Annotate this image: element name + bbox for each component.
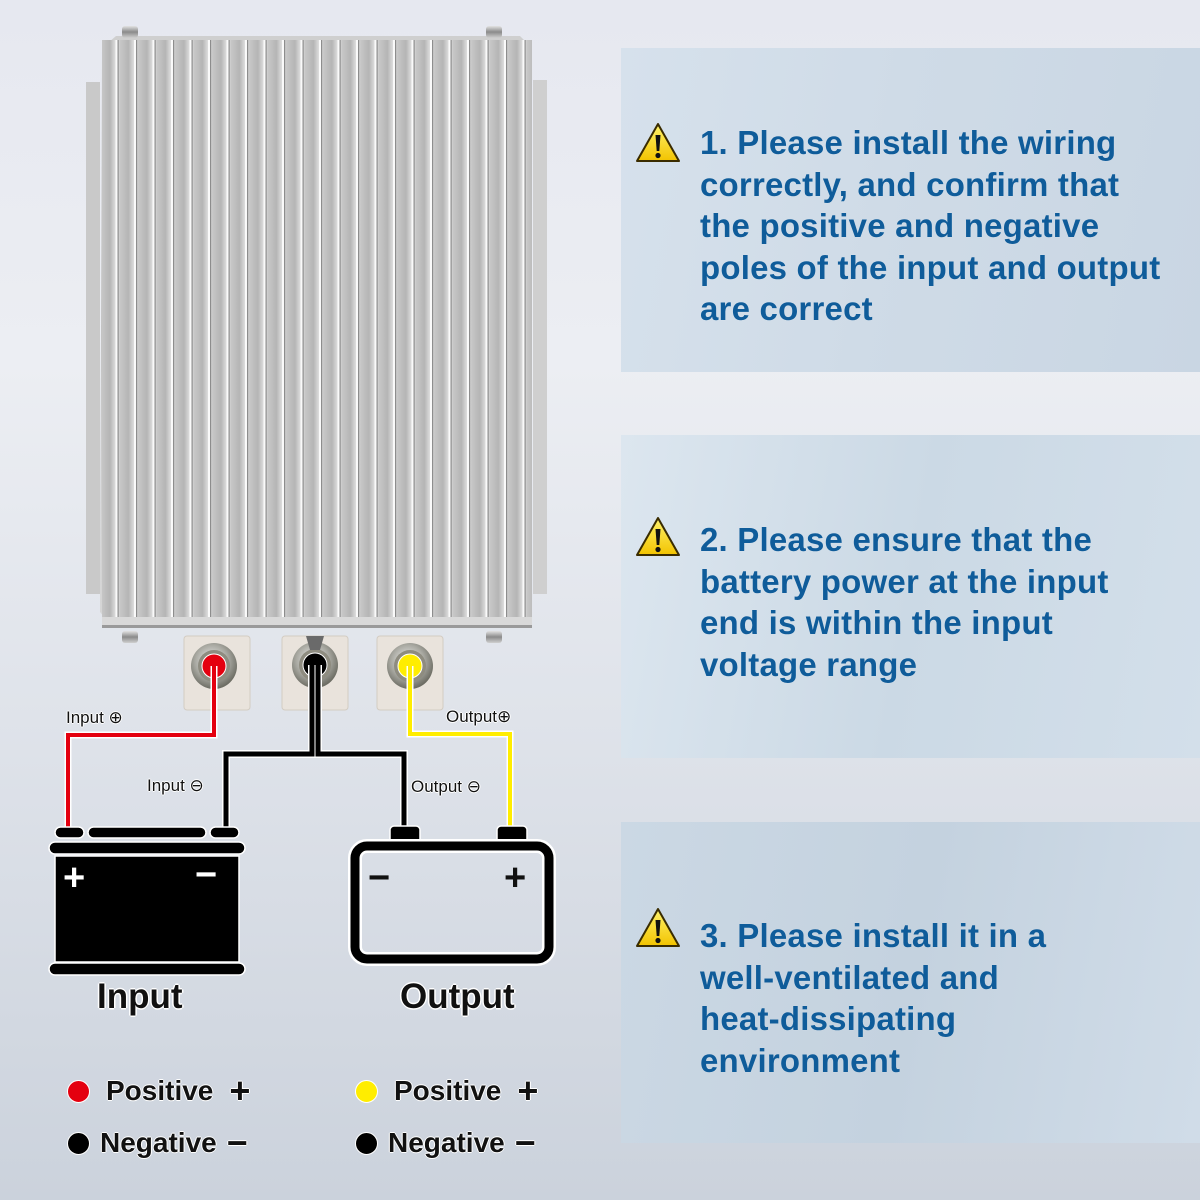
warning-icon [636,908,680,947]
warning-icon [636,123,680,162]
wire-input-positive [66,666,216,833]
warning-text-1: 1. Please install the wiring correctly, … [700,124,1161,327]
left-flange [86,82,100,594]
label-output-positive: Output⊕ [446,707,512,726]
label-input-positive: Input ⊕ [66,708,123,727]
red-dot-icon [67,1079,90,1103]
warning-panel-1: 1. Please install the wiring correctly, … [621,48,1200,372]
warning-text-3: 3. Please install it in a well-ventilate… [700,917,1047,1079]
battery-filled-icon [48,826,246,976]
legend-item-input-negative: Negative − [67,1125,248,1161]
legend-item-input-positive: Positive + [67,1073,250,1109]
label-output-negative: Output ⊖ [411,777,482,796]
wire-input-negative [223,665,315,832]
input-battery-negative-sign: − [195,854,218,896]
black-dot-icon [355,1131,378,1155]
warning-icon [636,517,680,556]
right-flange [533,80,547,594]
label-input-negative: Input ⊖ [147,776,204,795]
input-battery-label: Input [97,977,183,1016]
warning-panel-3: 3. Please install it in a well-ventilate… [621,822,1200,1143]
warning-panel-2: 2. Please ensure that the battery power … [621,435,1200,758]
output-battery-positive-sign: + [504,857,527,899]
output-battery-label: Output [400,977,515,1016]
wire-output-negative [315,665,407,832]
screw-icon [122,26,502,643]
yellow-dot-icon [355,1079,378,1103]
warning-text-2: 2. Please ensure that the battery power … [700,521,1109,683]
output-battery-negative-sign: − [368,857,391,899]
wire-output-positive [408,666,512,832]
legend-item-output-positive: Positive + [355,1073,538,1109]
input-battery-positive-sign: + [63,857,86,899]
legend-item-output-negative: Negative − [355,1125,536,1161]
battery-outline-icon [348,825,556,966]
heatsink-fins [102,40,532,620]
converter-device [86,26,547,711]
black-dot-icon [67,1131,90,1155]
